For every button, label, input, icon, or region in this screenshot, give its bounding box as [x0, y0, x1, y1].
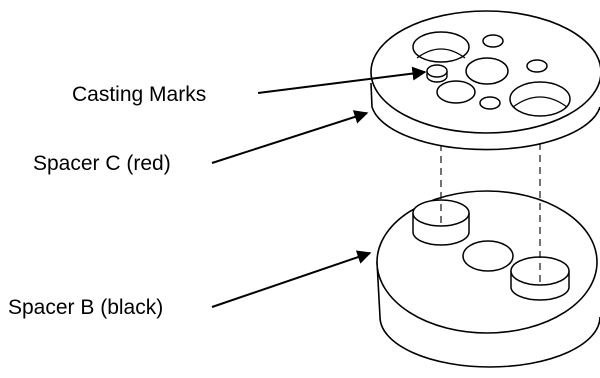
leader-lines — [211, 66, 427, 308]
hole-small-right — [526, 59, 548, 73]
spacer-c-top-face — [370, 10, 600, 134]
spacer-c-body — [370, 10, 600, 151]
hole-left-lower — [436, 80, 476, 104]
casting-mark — [426, 64, 448, 83]
hole-center — [465, 57, 509, 85]
hole-small-bottom — [479, 96, 501, 110]
hole-small-top — [482, 34, 504, 48]
casting-marks-arrow — [257, 66, 427, 94]
spacer-c-holes — [412, 31, 571, 117]
spacer-b-arrow — [211, 250, 372, 308]
spacer-b-left-boss — [412, 199, 470, 246]
spacer-b-center-recess — [462, 240, 514, 272]
hole-right-large — [509, 81, 571, 117]
hole-upper-left — [412, 31, 470, 63]
spacer-c-arrow — [211, 110, 369, 164]
casting-marks-label: Casting Marks — [72, 83, 207, 106]
spacer-b-right-boss — [510, 256, 570, 301]
spacer-c-label: Spacer C (red) — [33, 152, 171, 175]
spacer-b-label: Spacer B (black) — [8, 296, 164, 319]
